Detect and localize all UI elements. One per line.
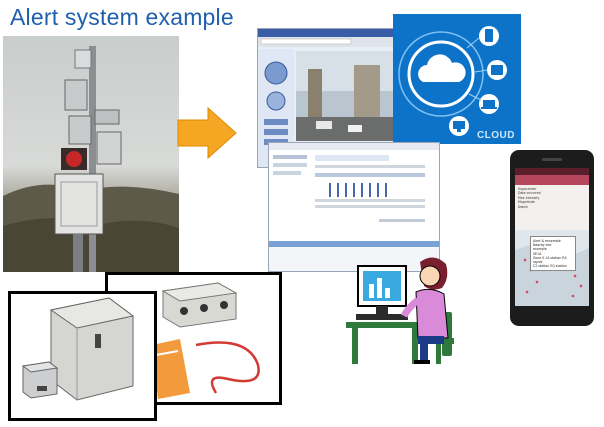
desktop-icon: [346, 257, 454, 364]
sensor-pole-photo: [3, 36, 179, 272]
popup-line: C2 station EQ station: [533, 264, 567, 269]
phone-info-line: Depth: [518, 204, 528, 209]
popup-line: Zone 0.1A station R4: [533, 255, 567, 260]
operator-illustration: [338, 252, 468, 368]
cloud-icon: [418, 54, 466, 82]
popup-line: SE1A: [533, 251, 542, 256]
tablet-icon: [487, 60, 507, 80]
hardware-photo-enclosure: [8, 291, 157, 421]
cloud-label: CLOUD: [476, 130, 515, 141]
laptop-icon: [479, 94, 499, 114]
phone-popup: Alert & ensemble Nearby site example SE1…: [530, 236, 576, 272]
cloud-panel: CLOUD: [393, 14, 521, 144]
phone-info-line: Max intensity: [518, 195, 540, 200]
phone-map: Alert & ensemble Nearby site example SE1…: [515, 230, 589, 306]
popup-line: example: [533, 247, 547, 252]
smartphone-icon: [479, 26, 499, 46]
popup-line: Alert & ensemble: [533, 239, 561, 243]
smartphone: Hypocenter Date occurred Max intensity M…: [510, 150, 594, 326]
phone-info-line: Magnitude: [518, 200, 535, 205]
flow-arrow: [176, 106, 238, 160]
popup-line: Nearby site: [533, 243, 552, 248]
phone-screen: Hypocenter Date occurred Max intensity M…: [515, 168, 589, 306]
slide-title: Alert system example: [10, 4, 234, 30]
alert-table-screenshot: [268, 142, 440, 272]
popup-line: signal: [533, 260, 543, 265]
phone-info-line: Date occurred: [518, 191, 541, 196]
phone-speaker: [542, 158, 562, 161]
phone-info-line: Hypocenter: [518, 187, 537, 191]
monitor-icon: [449, 116, 469, 136]
